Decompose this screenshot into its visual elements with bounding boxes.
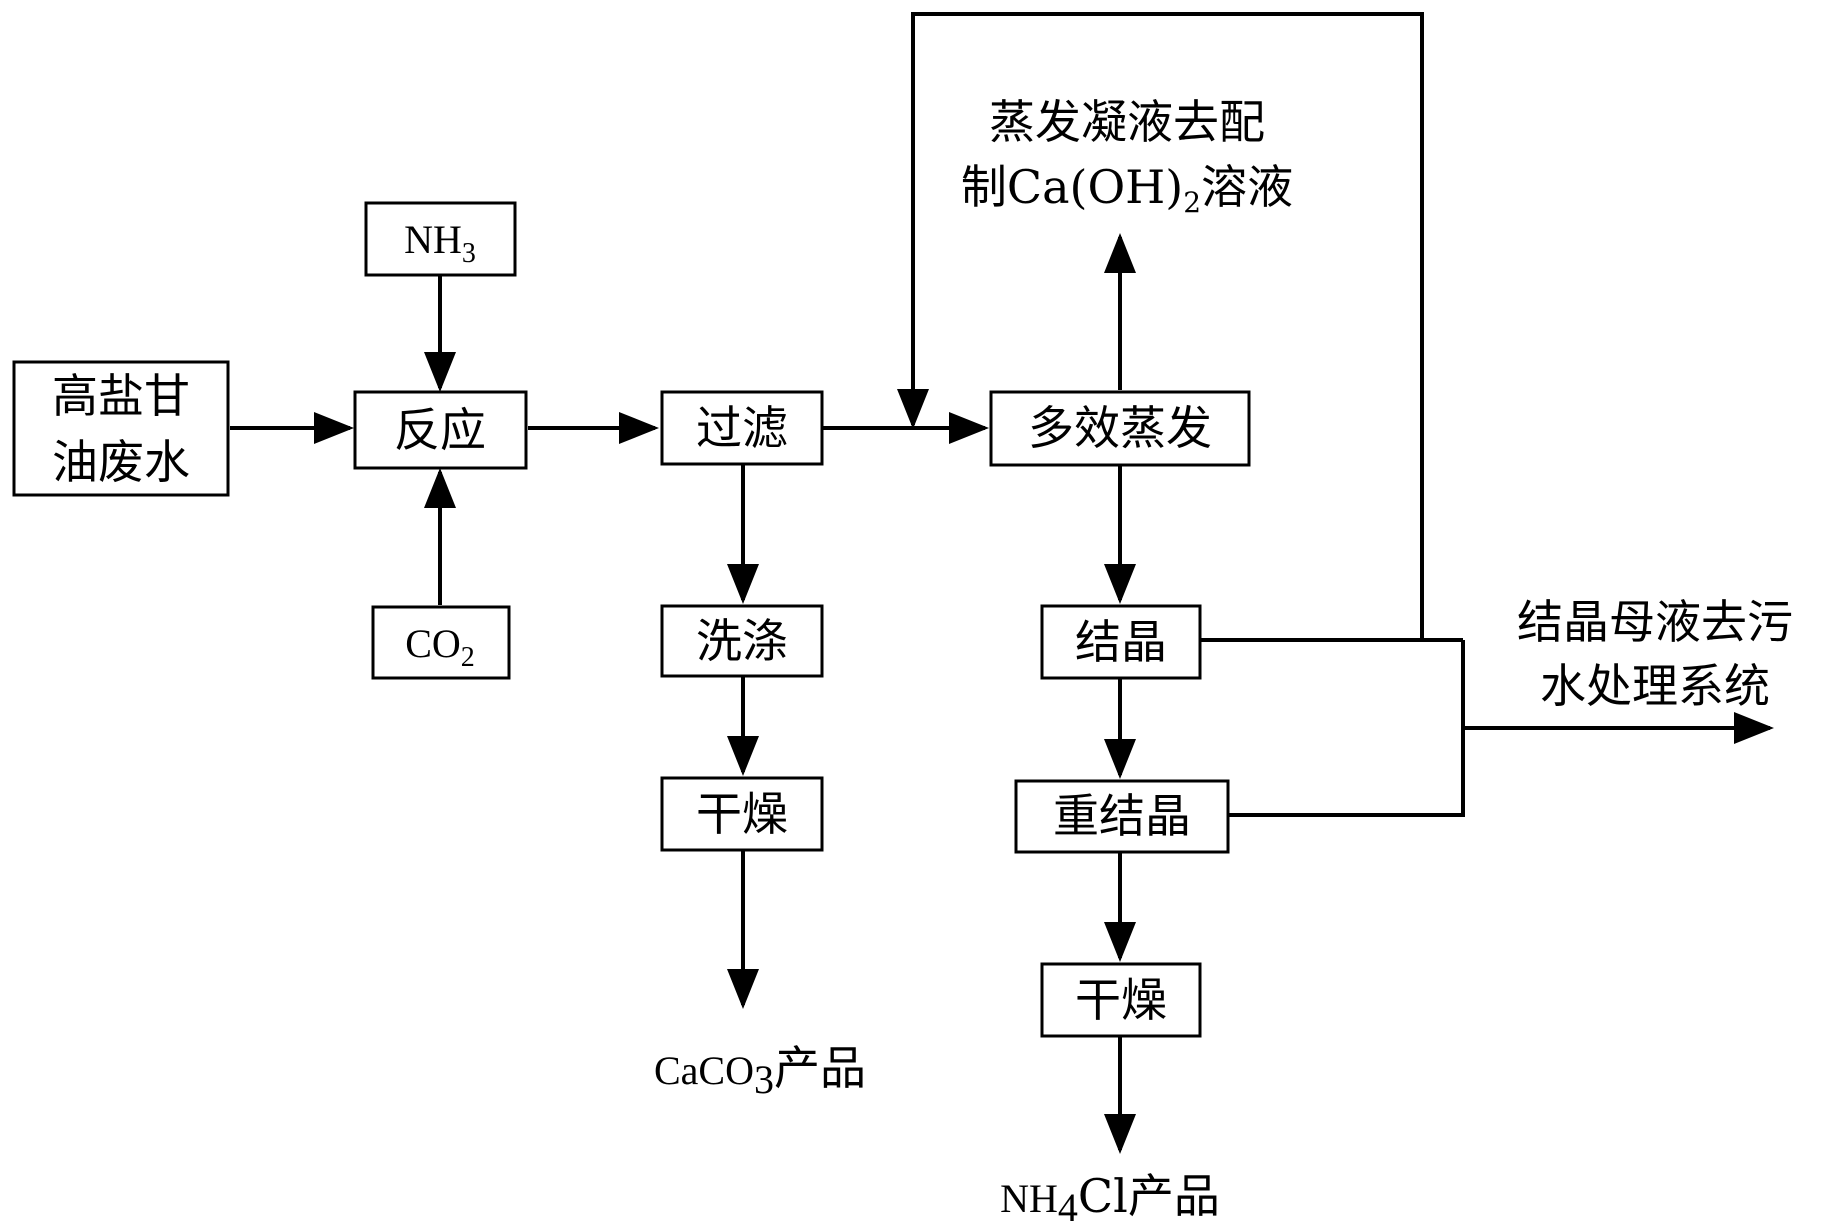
output-condensate: 蒸发凝液去配 制Ca(OH)2溶液 [961, 95, 1293, 219]
caco3-prefix: CaCO [654, 1048, 754, 1093]
output-mother-liquor: 结晶母液去污 水处理系统 [1517, 595, 1793, 713]
co2-subscript: 2 [461, 642, 475, 673]
node-evaporation: 多效蒸发 [989, 390, 1251, 467]
mother-liquor-line1: 结晶母液去污 [1517, 595, 1793, 649]
output-caco3: CaCO3产品 [654, 1041, 866, 1102]
node-reaction: 反应 [353, 390, 528, 470]
node-drying2: 干燥 [1040, 962, 1202, 1038]
caco3-subscript: 3 [754, 1057, 774, 1102]
node-filtration: 过滤 [660, 390, 824, 466]
svg-text:制Ca(OH)2溶液: 制Ca(OH)2溶液 [961, 160, 1293, 219]
node-crystallization: 结晶 [1040, 604, 1202, 680]
line-recrystallization-to-collector [1228, 640, 1465, 817]
node-drying1: 干燥 [660, 776, 824, 852]
node-co2: CO2 [371, 605, 511, 680]
node-nh3: NH3 [364, 201, 517, 277]
node-wastewater: 高盐甘 油废水 [12, 360, 230, 497]
nh4cl-suffix: Cl产品 [1078, 1169, 1220, 1223]
wastewater-label-line1: 高盐甘 [52, 369, 190, 423]
node-recrystallization: 重结晶 [1014, 779, 1230, 854]
output-nh4cl: NH4Cl产品 [1000, 1169, 1220, 1230]
nh4cl-subscript: 4 [1058, 1185, 1078, 1230]
co2-label: CO [405, 621, 461, 666]
recycle-line-crystallization-to-filtrate [897, 12, 1424, 640]
drying2-label: 干燥 [1075, 973, 1167, 1027]
connectors [230, 12, 1774, 1154]
recrystallization-label: 重结晶 [1053, 789, 1191, 843]
svg-text:NH3: NH3 [404, 217, 476, 269]
node-washing: 洗涤 [660, 604, 824, 678]
nh4cl-prefix: NH [1000, 1176, 1058, 1221]
mother-liquor-line2: 水处理系统 [1540, 659, 1770, 713]
wastewater-label-line2: 油废水 [52, 435, 190, 489]
condensate-line2-prefix: 制Ca(OH) [961, 160, 1183, 214]
washing-label: 洗涤 [696, 614, 788, 668]
nh3-subscript: 3 [462, 238, 476, 269]
drying1-label: 干燥 [696, 787, 788, 841]
evaporation-label: 多效蒸发 [1028, 401, 1212, 455]
svg-text:CO2: CO2 [405, 621, 475, 673]
condensate-line2-subscript: 2 [1183, 186, 1201, 219]
condensate-line1: 蒸发凝液去配 [989, 95, 1265, 149]
crystallization-label: 结晶 [1075, 615, 1167, 669]
nh3-label: NH [404, 217, 462, 262]
filtration-label: 过滤 [696, 401, 788, 455]
reaction-label: 反应 [394, 403, 486, 457]
condensate-line2-suffix: 溶液 [1201, 160, 1293, 214]
caco3-suffix: 产品 [774, 1041, 866, 1095]
